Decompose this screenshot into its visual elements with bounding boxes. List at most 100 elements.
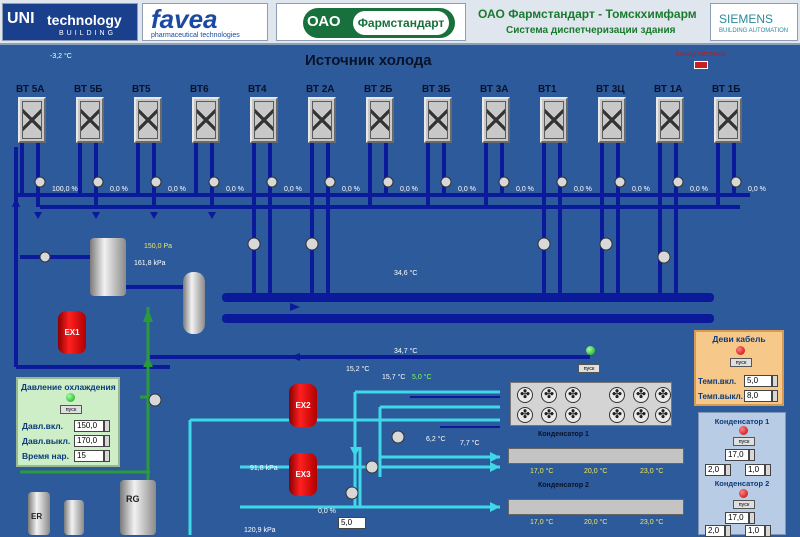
header-bar: UNI technology BUILDING favea pharmaceut… xyxy=(0,0,800,45)
pressure-start-button[interactable]: пуск xyxy=(60,405,82,414)
pressure-off-input[interactable]: 170,0 xyxy=(74,435,104,447)
air-handling-unit[interactable] xyxy=(250,97,278,143)
unit-label: ВТ 3Б xyxy=(422,84,451,95)
cond-2-low-input[interactable]: 2,0 xyxy=(705,525,725,537)
expansion-tank-ex1: ЕХ1 xyxy=(58,311,86,354)
pressure-on-input[interactable]: 150,0 xyxy=(74,420,104,432)
condenser-1-title: Конденсатор 1 xyxy=(538,431,589,438)
system-title: ОАО Фармстандарт - Томскхимфарм Система … xyxy=(472,3,706,41)
air-handling-unit[interactable] xyxy=(656,97,684,143)
unit-label: ВТ 1А xyxy=(654,84,683,95)
valve-percent: 0,0 % xyxy=(574,186,592,193)
fan-icon xyxy=(609,407,625,423)
cable-on-input[interactable]: 5,0 xyxy=(744,375,772,387)
cable-on-label: Темп.вкл. xyxy=(698,377,737,386)
pressure-panel-title: Давление охлаждения xyxy=(21,382,116,392)
cable-on-spinner[interactable] xyxy=(772,375,778,387)
air-handling-unit[interactable] xyxy=(540,97,568,143)
valve-percent: 0,0 % xyxy=(516,186,534,193)
title-line-1: ОАО Фармстандарт - Томскхимфарм xyxy=(478,7,697,21)
fan-icon xyxy=(565,407,581,423)
exit-button[interactable]: ВЫХОД СИСТЕМЫ xyxy=(676,52,726,70)
temp-1: 15,2 °C xyxy=(346,366,370,373)
air-handling-unit[interactable] xyxy=(482,97,510,143)
cooling-pressure-panel: Давление охлаждения пуск Давл.вкл. 150,0… xyxy=(16,377,120,467)
air-handling-unit[interactable] xyxy=(366,97,394,143)
valve-percent: 0,0 % xyxy=(690,186,708,193)
valve-percent: 0,0 % xyxy=(168,186,186,193)
pressure-on-spinner[interactable] xyxy=(104,420,110,432)
cond-2-high-spinner[interactable] xyxy=(765,525,771,537)
air-handling-unit[interactable] xyxy=(598,97,626,143)
temp-2: 15,7 °C xyxy=(382,374,406,381)
unit-label: ВТ5 xyxy=(132,84,151,95)
logo-uni-text: UNI xyxy=(7,10,35,27)
pressure-kpa: 161,8 kPa xyxy=(134,260,166,267)
cond-2-start-button[interactable]: пуск xyxy=(733,500,755,509)
pressure-bottom: 120,9 kPa xyxy=(244,527,276,534)
valve-percent: 0,0 % xyxy=(110,186,128,193)
ex2-label: ЕХ2 xyxy=(295,401,311,411)
cond-1-setpoint-input[interactable]: 17,0 xyxy=(725,449,749,461)
rg-label: RG xyxy=(126,494,140,504)
tank-rg: RG xyxy=(120,480,156,535)
temp-5: 7,7 °C xyxy=(460,440,480,447)
pharmstandard-logo: ОАО Фармстандарт xyxy=(276,3,466,41)
c1-temp-2: 20,0 °C xyxy=(584,468,608,475)
cond-1-low-spinner[interactable] xyxy=(725,464,731,476)
valve-percent: 0,0 % xyxy=(342,186,360,193)
siemens-logo: SIEMENS BUILDING AUTOMATION xyxy=(710,3,798,41)
air-handling-unit[interactable] xyxy=(308,97,336,143)
time-spinner[interactable] xyxy=(104,450,110,462)
time-input[interactable]: 15 xyxy=(74,450,104,462)
fan-icon xyxy=(633,387,649,403)
c1-temp-3: 23,0 °C xyxy=(640,468,664,475)
pump-start-button[interactable]: пуск xyxy=(578,364,600,373)
unit-label: ВТ 3А xyxy=(480,84,509,95)
condenser-2-unit xyxy=(508,499,684,515)
valve-setpoint-input[interactable]: 5,0 xyxy=(338,517,366,529)
cond-2-spinner[interactable] xyxy=(749,512,755,524)
siemens-sub: BUILDING AUTOMATION xyxy=(719,28,789,34)
air-handling-unit[interactable] xyxy=(192,97,220,143)
pressure-off-spinner[interactable] xyxy=(104,435,110,447)
chiller-fan-array xyxy=(510,382,672,426)
cond-panel-1-title: Конденсатор 1 xyxy=(714,417,770,426)
uni-technology-logo: UNI technology BUILDING xyxy=(2,3,138,41)
logo-favea-text: favea xyxy=(151,4,218,34)
c2-temp-3: 23,0 °C xyxy=(640,519,664,526)
unit-label: ВТ 2А xyxy=(306,84,335,95)
temp-3: 5,0 °C xyxy=(412,374,432,381)
return-temp: 34,7 °C xyxy=(394,348,418,355)
title-line-2: Система диспетчеризации здания xyxy=(506,25,676,36)
cable-start-button[interactable]: пуск xyxy=(730,358,752,367)
unit-label: ВТ 3Ц xyxy=(596,84,625,95)
unit-label: ВТ6 xyxy=(190,84,209,95)
pressure-on-label: Давл.вкл. xyxy=(22,421,64,431)
pressure-pa: 150,0 Pa xyxy=(144,243,173,250)
expansion-tank-ex3: ЕХ3 xyxy=(289,453,317,496)
fan-icon xyxy=(565,387,581,403)
cond-1-high-input[interactable]: 1,0 xyxy=(745,464,765,476)
cond-2-high-input[interactable]: 1,0 xyxy=(745,525,765,537)
air-handling-unit[interactable] xyxy=(714,97,742,143)
logo-pharm-text: Фармстандарт xyxy=(353,11,449,35)
unit-label: ВТ 5Б xyxy=(74,84,103,95)
cond-2-low-spinner[interactable] xyxy=(725,525,731,537)
cond-1-spinner[interactable] xyxy=(749,449,755,461)
cable-off-label: Темп.выкл. xyxy=(698,392,743,401)
cond-1-high-spinner[interactable] xyxy=(765,464,771,476)
air-handling-unit[interactable] xyxy=(424,97,452,143)
cond-1-start-button[interactable]: пуск xyxy=(733,437,755,446)
fan-icon xyxy=(609,387,625,403)
cable-off-input[interactable]: 8,0 xyxy=(744,390,772,402)
cond-1-low-input[interactable]: 2,0 xyxy=(705,464,725,476)
unit-label: ВТ 1Б xyxy=(712,84,741,95)
cable-off-spinner[interactable] xyxy=(772,390,778,402)
air-handling-unit[interactable] xyxy=(134,97,162,143)
air-handling-unit[interactable] xyxy=(18,97,46,143)
cond-2-setpoint-input[interactable]: 17,0 xyxy=(725,512,749,524)
air-handling-unit[interactable] xyxy=(76,97,104,143)
separator-tank xyxy=(183,272,205,334)
fan-icon xyxy=(541,407,557,423)
